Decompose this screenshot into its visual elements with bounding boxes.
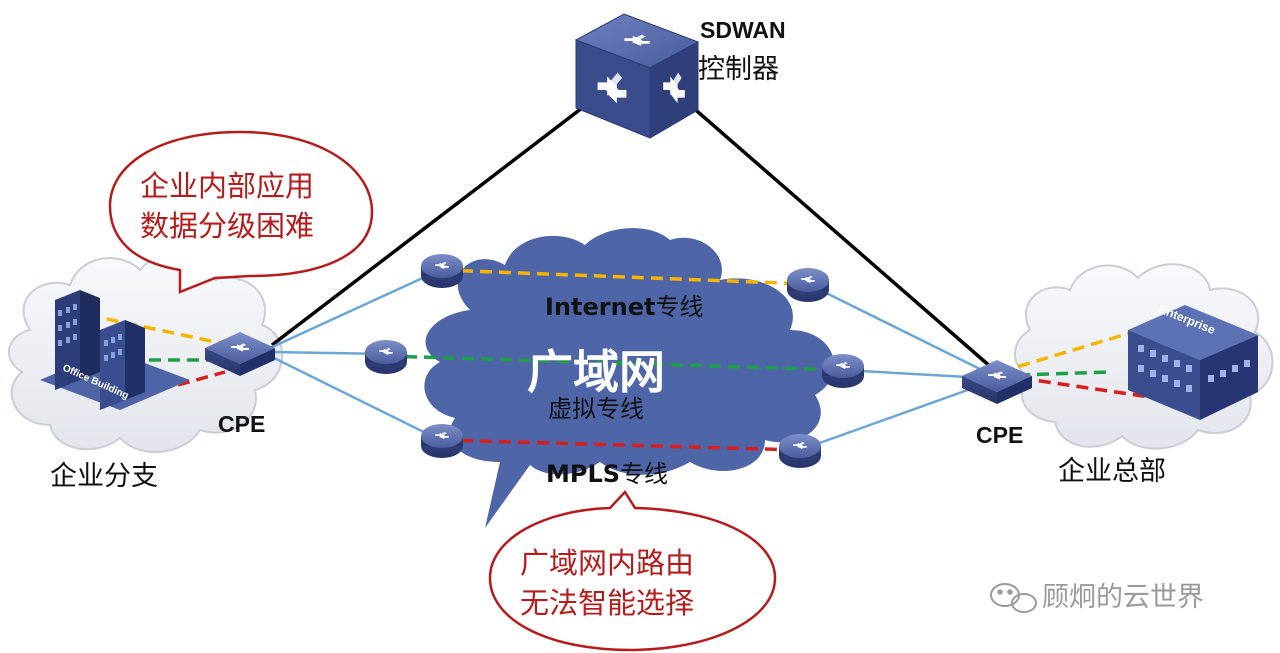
controller-subtitle: 控制器 xyxy=(698,54,779,85)
branch-cpe-label: CPE xyxy=(218,411,265,437)
branch-uplinks xyxy=(269,268,441,442)
branch-cpe-icon[interactable] xyxy=(205,332,275,376)
watermark-text: 顾炯的云世界 xyxy=(1042,582,1204,613)
wan-callout-line-1: 广域网内路由 xyxy=(520,546,694,580)
hq-uplinks xyxy=(799,282,993,452)
internet-line-label: Internet专线 xyxy=(545,293,703,321)
wan-router-bottom-right[interactable] xyxy=(779,434,821,468)
wan-callout-line-2: 无法智能选择 xyxy=(520,586,694,620)
wan-callout: 广域网内路由 无法智能选择 xyxy=(488,489,777,652)
branch-callout: 企业内部应用 数据分级困难 xyxy=(108,130,374,294)
wan-router-mid-left[interactable] xyxy=(365,340,407,374)
hq-cpe-label: CPE xyxy=(976,422,1023,448)
branch-callout-line-1: 企业内部应用 xyxy=(140,169,314,203)
controller-link-branch xyxy=(270,106,584,347)
hq-cpe-icon[interactable] xyxy=(962,360,1032,404)
office-building-icon: Office Building xyxy=(40,290,190,410)
branch-label: 企业分支 xyxy=(50,461,158,492)
wan-cloud xyxy=(424,228,835,528)
wan-router-bottom-left[interactable] xyxy=(421,424,463,458)
controller-title: SDWAN xyxy=(700,17,786,43)
wan-router-mid-right[interactable] xyxy=(822,354,864,388)
mpls-tunnel xyxy=(177,370,1171,452)
internet-tunnel xyxy=(87,268,1141,374)
branch-callout-line-2: 数据分级困难 xyxy=(140,209,314,243)
virtual-tunnel xyxy=(130,354,1111,377)
wechat-icon xyxy=(990,583,1037,613)
controller-link-hq xyxy=(688,103,994,370)
mpls-line-label: MPLS专线 xyxy=(546,460,668,488)
hq-label: 企业总部 xyxy=(1058,456,1166,487)
virtual-line-label: 虚拟专线 xyxy=(548,395,644,423)
sdwan-controller-icon[interactable] xyxy=(574,13,700,139)
wan-router-top-left[interactable] xyxy=(421,254,463,288)
wan-router-top-right[interactable] xyxy=(787,268,829,302)
enterprise-building-icon: Enterprise xyxy=(1128,302,1258,420)
wan-title: 广域网 xyxy=(527,345,665,399)
